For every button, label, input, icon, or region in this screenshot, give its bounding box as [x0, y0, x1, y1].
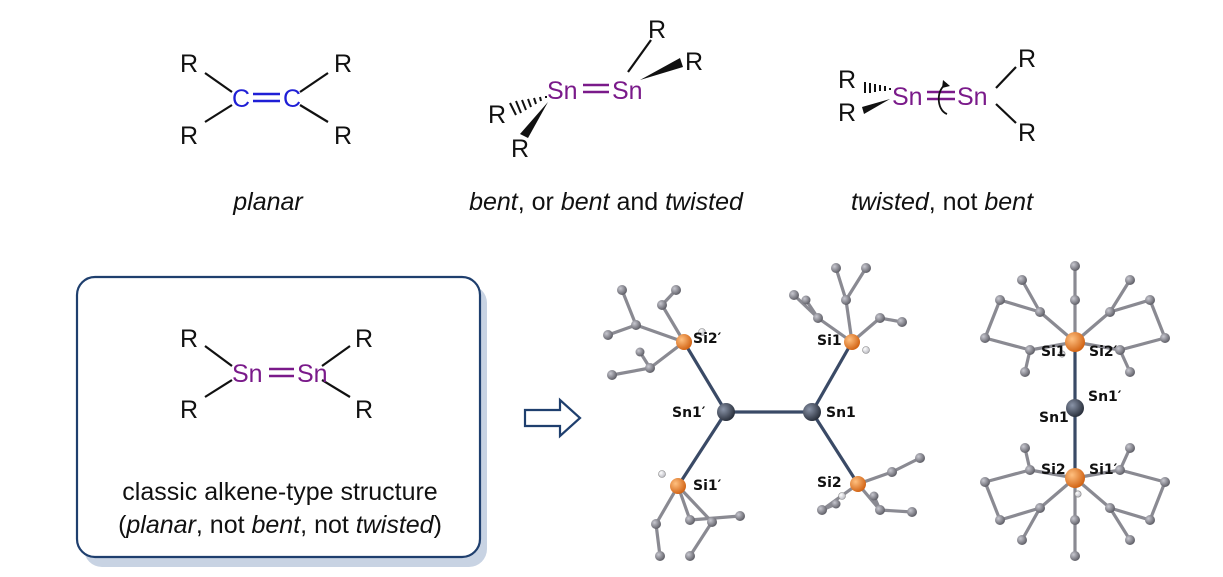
- substituent-r: R: [180, 325, 198, 353]
- crystal-structure-side-view: Si2′ Si1 Sn1′ Sn1 Si1′ Si2: [603, 263, 925, 561]
- atom-label-si2-prime: Si2′: [1089, 344, 1118, 360]
- carbon-atom-left: C: [232, 85, 250, 113]
- substituent-r: R: [334, 50, 352, 78]
- carbon-atom-right: C: [283, 85, 301, 113]
- caption-segment: , not: [929, 188, 985, 216]
- caption-segment: (: [118, 511, 127, 539]
- planar-alkene-structure: R R R R C C: [180, 50, 352, 150]
- substituent-r: R: [685, 48, 703, 76]
- caption-bent: bent, or bent and twisted: [469, 188, 744, 216]
- caption-segment: twisted: [851, 188, 930, 216]
- atom-label-si1: Si1: [1041, 344, 1066, 360]
- substituent-r: R: [180, 122, 198, 150]
- caption-segment: twisted: [665, 188, 744, 216]
- caption-segment: planar: [232, 188, 304, 216]
- classic-structure-box: R R R R Sn Sn classic alkene-type struct…: [75, 275, 487, 567]
- tin-atom-right: Sn: [612, 77, 643, 105]
- caption-segment: bent: [469, 188, 519, 216]
- twisted-distannene-structure: R R R R Sn Sn: [838, 45, 1036, 147]
- caption-segment: , not: [300, 511, 356, 539]
- substituent-r: R: [180, 50, 198, 78]
- atom-label-sn1: Sn1: [1039, 410, 1069, 426]
- substituent-r: R: [355, 325, 373, 353]
- atom-label-sn1-prime: Sn1′: [1088, 389, 1122, 405]
- substituent-r: R: [488, 101, 506, 129]
- classic-caption-line1: classic alkene-type structure: [122, 478, 437, 506]
- caption-twisted: twisted, not bent: [851, 188, 1034, 216]
- classic-caption-line2: (planar, not bent, not twisted): [118, 511, 442, 539]
- atom-label-si2: Si2: [817, 475, 842, 491]
- caption-segment: bent: [252, 511, 302, 539]
- caption-segment: , not: [196, 511, 252, 539]
- substituent-r: R: [355, 396, 373, 424]
- caption-planar: planar: [232, 188, 304, 216]
- crystal-structure-end-view: Si1 Si2′ Sn1′ Sn1 Si2 Si1′: [980, 261, 1170, 561]
- substituent-r: R: [511, 135, 529, 163]
- tin-atom-left: Sn: [547, 77, 578, 105]
- atom-label-sn1: Sn1: [826, 405, 856, 421]
- caption-segment: and: [610, 188, 666, 216]
- tin-atom-right: Sn: [957, 83, 988, 111]
- substituent-r: R: [1018, 119, 1036, 147]
- tin-atom-left: Sn: [892, 83, 923, 111]
- bent-distannene-structure: R R R R Sn Sn: [488, 16, 703, 163]
- substituent-r: R: [838, 66, 856, 94]
- substituent-r: R: [334, 122, 352, 150]
- caption-segment: twisted: [356, 511, 435, 539]
- substituent-r: R: [838, 99, 856, 127]
- atom-label-si1-prime: Si1′: [693, 478, 722, 494]
- substituent-r: R: [648, 16, 666, 44]
- atom-label-si2-prime: Si2′: [693, 331, 722, 347]
- substituent-r: R: [1018, 45, 1036, 73]
- atom-label-si2: Si2: [1041, 462, 1066, 478]
- caption-segment: planar: [125, 511, 197, 539]
- caption-segment: ): [434, 511, 442, 539]
- atom-label-si1-prime: Si1′: [1089, 462, 1118, 478]
- caption-segment: bent: [561, 188, 611, 216]
- caption-segment: bent: [984, 188, 1034, 216]
- atom-label-sn1-prime: Sn1′: [672, 405, 706, 421]
- implication-arrow: [523, 397, 582, 439]
- tin-atom-right: Sn: [297, 360, 328, 388]
- tin-atom-left: Sn: [232, 360, 263, 388]
- atom-label-si1: Si1: [817, 333, 842, 349]
- substituent-r: R: [180, 396, 198, 424]
- caption-segment: , or: [518, 188, 561, 216]
